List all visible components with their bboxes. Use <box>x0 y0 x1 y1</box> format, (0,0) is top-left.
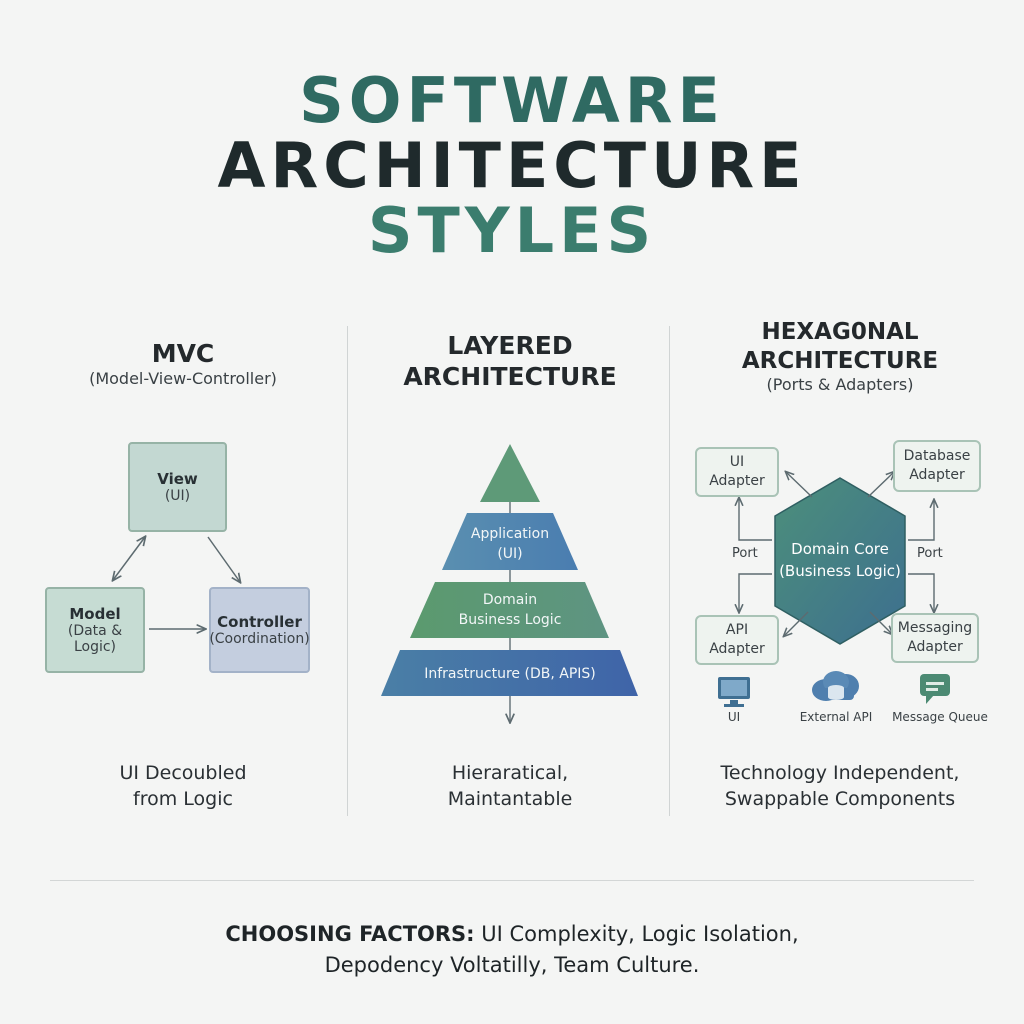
model-detail: (Data & Logic) <box>67 623 123 655</box>
hexagonal-caption: Technology Independent, Swappable Compon… <box>680 760 1000 812</box>
icon-external-api-label: External API <box>799 710 873 724</box>
hexagonal-caption-line-2: Swappable Components <box>724 788 956 810</box>
tier-domain-line-2: Business Logic <box>458 612 562 628</box>
domain-core-label: Domain Core (Business Logic) <box>770 538 910 582</box>
port-right-label: Port <box>917 546 943 561</box>
mvc-subheading: (Model-View-Controller) <box>89 369 277 388</box>
api-adapter-box: API Adapter <box>695 615 779 665</box>
column-divider-2 <box>669 326 670 816</box>
tier-domain-label: Domain Business Logic <box>410 590 610 630</box>
layered-caption-line-1: Hieraratical, <box>451 762 569 784</box>
hexagonal-caption-line-1: Technology Independent, <box>720 762 960 784</box>
domain-core-hexagon <box>774 477 906 645</box>
tier-application-line-1: Application <box>470 526 550 542</box>
tier-application-line-2: (UI) <box>497 546 523 562</box>
tier-domain-line-1: Domain <box>482 592 538 608</box>
footer-label: CHOOSING FACTORS: <box>225 922 475 946</box>
mvc-caption: UI Decoubled from Logic <box>40 760 326 812</box>
messaging-adapter-box: Messaging Adapter <box>891 613 979 663</box>
icon-ui-label: UI <box>727 710 741 724</box>
model-name: Model <box>69 605 121 623</box>
title-line-1: SOFTWARE <box>299 64 725 137</box>
column-divider-1 <box>347 326 348 816</box>
api-adapter-line-2: Adapter <box>709 641 765 657</box>
chat-bubble-icon <box>920 674 950 704</box>
port-line-left-top <box>739 498 772 541</box>
pyramid-top-tier <box>480 444 540 502</box>
port-line-left-bottom <box>739 573 772 612</box>
ui-adapter-box: UI Adapter <box>695 447 779 497</box>
database-adapter-line-2: Adapter <box>909 467 965 483</box>
tier-infrastructure-label: Infrastructure (DB, APIS) <box>424 666 596 682</box>
arrow-core-api <box>784 611 809 636</box>
ui-adapter-line-1: UI <box>729 454 745 470</box>
hexagonal-heading-line-1: HEXAG0NAL <box>761 319 919 345</box>
tier-application-label: Application (UI) <box>440 524 580 564</box>
arrow-core-ui <box>786 472 813 498</box>
hexagonal-heading-line-2: ARCHITECTURE <box>741 348 939 374</box>
footer-line-1-text: UI Complexity, Logic Isolation, <box>474 922 799 946</box>
port-line-right-bottom <box>908 573 934 612</box>
domain-core-line-2: (Business Logic) <box>779 562 901 580</box>
footer-line-2: Depodency Voltatilly, Team Culture. <box>324 953 700 977</box>
layered-heading-line-1: LAYERED <box>447 331 573 360</box>
icon-message-queue-label: Message Queue <box>892 710 988 724</box>
controller-detail: (Coordination) <box>209 631 310 647</box>
messaging-adapter-line-2: Adapter <box>907 639 963 655</box>
domain-core-line-1: Domain Core <box>791 540 889 558</box>
port-left-label: Port <box>732 546 758 561</box>
database-adapter-box: Database Adapter <box>893 440 981 492</box>
cloud-database-icon <box>812 671 859 701</box>
arrow-core-msg <box>869 611 892 634</box>
model-box: Model (Data & Logic) <box>45 587 145 673</box>
view-detail: (UI) <box>164 488 191 504</box>
arrow-view-model <box>113 537 145 580</box>
tier-domain <box>410 582 609 638</box>
controller-name: Controller <box>217 613 302 631</box>
controller-box: Controller (Coordination) <box>209 587 310 673</box>
arrow-view-controller <box>207 536 240 582</box>
database-adapter-line-1: Database <box>903 448 971 464</box>
view-box: View (UI) <box>128 442 227 532</box>
tier-infrastructure <box>381 650 638 696</box>
monitor-icon <box>718 677 750 707</box>
view-name: View <box>157 470 198 488</box>
footer-line-1: CHOOSING FACTORS: UI Complexity, Logic I… <box>0 919 1024 949</box>
mvc-heading: MVC <box>151 339 215 368</box>
tier-application <box>442 513 578 570</box>
api-adapter-line-1: API <box>725 622 749 638</box>
layered-heading: LAYERED ARCHITECTURE <box>360 330 660 392</box>
layered-caption: Hieraratical, Maintantable <box>360 760 660 812</box>
title-line-3: STYLES <box>367 194 657 267</box>
arrow-core-db <box>867 472 894 498</box>
messaging-adapter-line-1: Messaging <box>897 620 973 636</box>
layered-heading-line-2: ARCHITECTURE <box>403 362 617 391</box>
hexagonal-heading: HEXAG0NAL ARCHITECTURE <box>680 318 1000 376</box>
title-line-2: ARCHITECTURE <box>217 129 807 202</box>
layered-caption-line-2: Maintantable <box>447 788 573 810</box>
hexagonal-subheading: (Ports & Adapters) <box>766 375 914 394</box>
ui-adapter-line-2: Adapter <box>709 473 765 489</box>
mvc-caption-line-2: from Logic <box>133 788 233 810</box>
mvc-caption-line-1: UI Decoubled <box>119 762 247 784</box>
port-line-right-top <box>908 500 934 541</box>
footer-divider <box>50 880 974 881</box>
